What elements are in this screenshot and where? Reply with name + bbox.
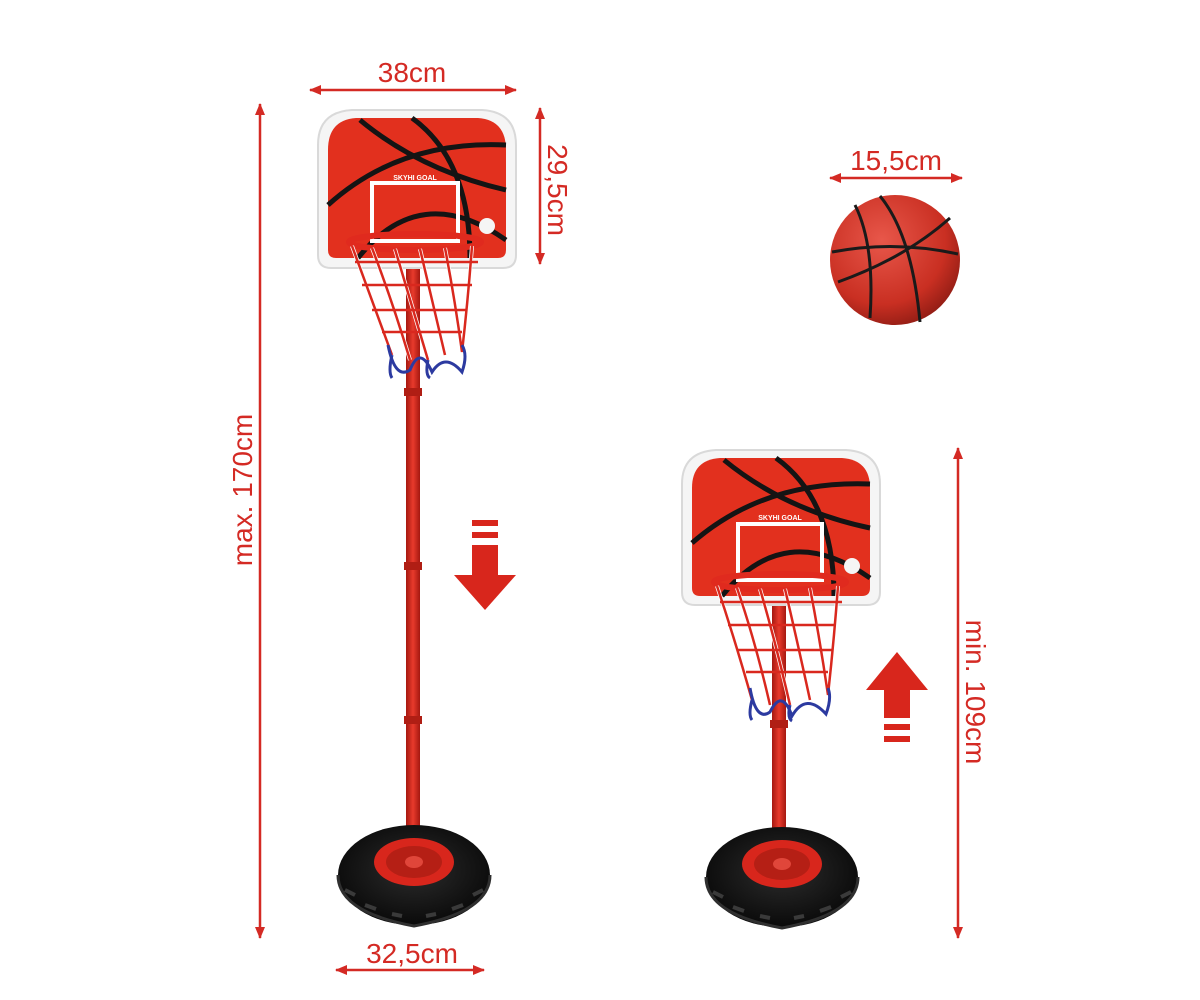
basketball bbox=[830, 195, 960, 325]
hoop-max-height: SKYHI GOAL bbox=[317, 109, 517, 928]
net-max bbox=[350, 245, 478, 380]
board-label-max: SKYHI GOAL bbox=[393, 175, 437, 182]
label-ball-diameter: 15,5cm bbox=[850, 145, 942, 176]
arrow-down-icon bbox=[454, 520, 516, 610]
backboard-min: SKYHI GOAL bbox=[681, 449, 881, 606]
board-logo-icon bbox=[479, 218, 495, 234]
label-base-width: 32,5cm bbox=[366, 938, 458, 969]
pole-joint-middle bbox=[404, 562, 422, 570]
pole-joint-upper bbox=[404, 388, 422, 396]
pole-joint-lower bbox=[404, 716, 422, 724]
net-min bbox=[715, 585, 842, 723]
rim-min bbox=[711, 571, 849, 593]
arrow-up-icon bbox=[866, 652, 928, 742]
label-board-width: 38cm bbox=[378, 57, 446, 88]
board-label-min: SKYHI GOAL bbox=[758, 515, 802, 522]
dimension-ball-diameter: 15,5cm bbox=[829, 145, 963, 183]
dimension-min-height: min. 109cm bbox=[953, 447, 991, 939]
dimension-board-height: 29,5cm bbox=[535, 107, 573, 265]
pole-joint-min bbox=[770, 720, 788, 728]
backboard-max: SKYHI GOAL bbox=[317, 109, 517, 269]
rim-max bbox=[346, 231, 484, 253]
dimension-base-width: 32,5cm bbox=[335, 938, 485, 975]
dimension-max-height: max. 170cm bbox=[227, 103, 265, 939]
hoop-min-height: SKYHI GOAL bbox=[681, 449, 928, 930]
tire-base-min bbox=[704, 827, 860, 930]
dimension-board-width: 38cm bbox=[309, 57, 517, 95]
pole-max bbox=[406, 250, 420, 850]
tire-base-max bbox=[336, 825, 492, 928]
label-min-height: min. 109cm bbox=[960, 620, 991, 765]
board-logo-icon bbox=[844, 558, 860, 574]
label-board-height: 29,5cm bbox=[542, 144, 573, 236]
label-max-height: max. 170cm bbox=[227, 414, 258, 567]
